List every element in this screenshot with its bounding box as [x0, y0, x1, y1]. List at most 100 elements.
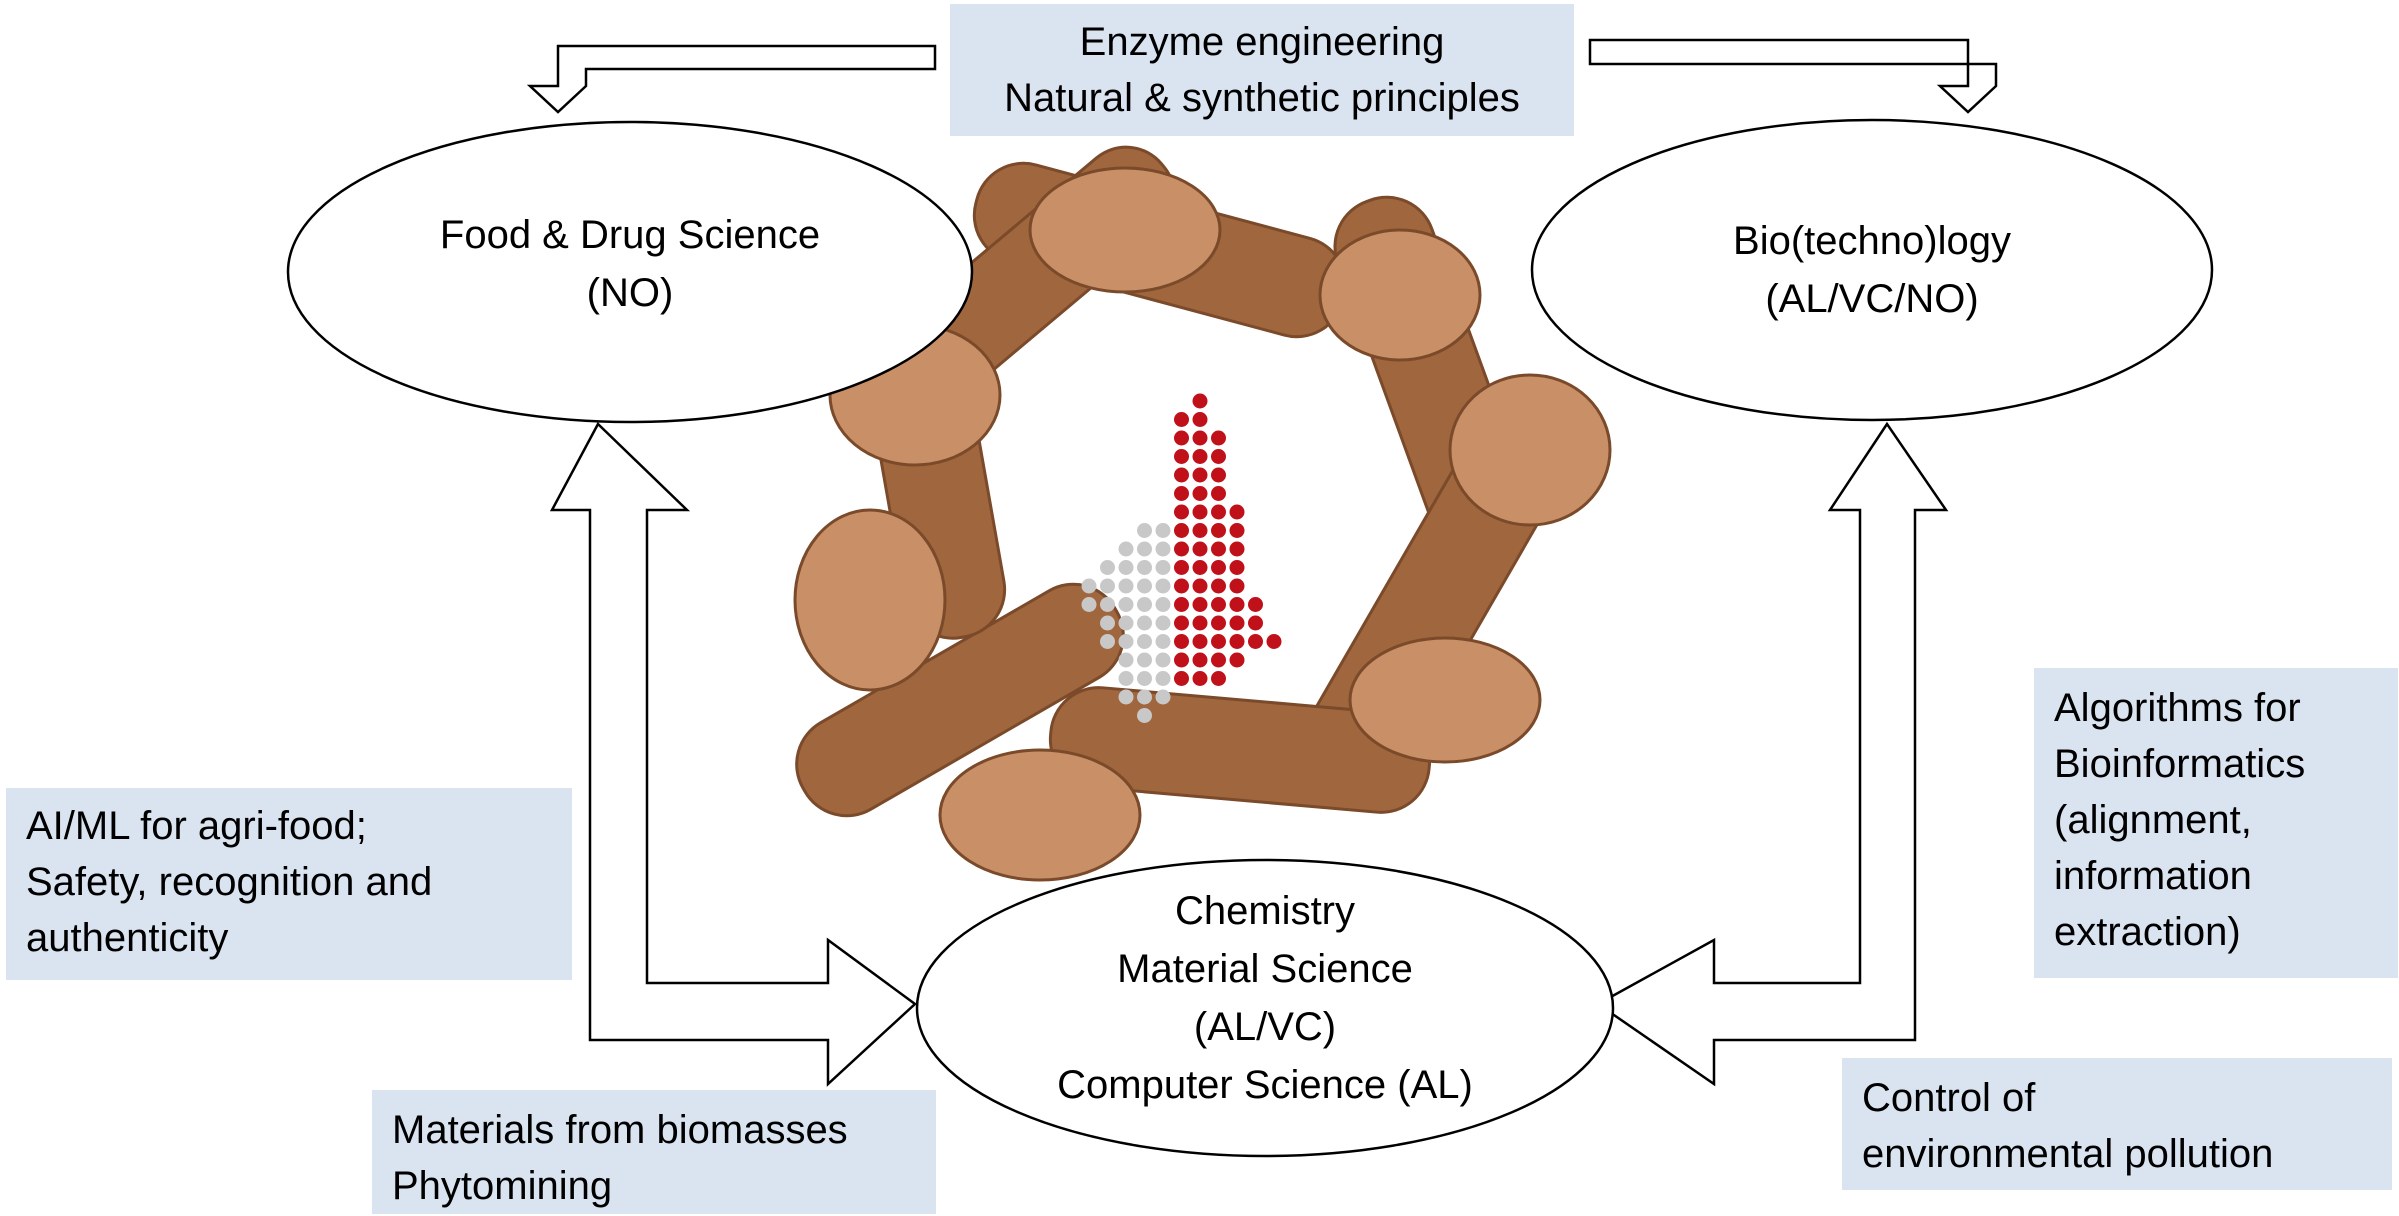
logo-dot [1100, 578, 1115, 594]
logo-dot [1174, 412, 1189, 427]
logo-dot [1229, 597, 1245, 612]
logo-dot [1137, 597, 1152, 612]
algorithms-line-3: (alignment, [2054, 798, 2252, 842]
enzyme-line-1: Enzyme engineering [1079, 20, 1445, 64]
logo-dot [1174, 560, 1189, 575]
logo-dot [1155, 597, 1171, 612]
logo-dot [1174, 652, 1189, 668]
logo-dot [1229, 615, 1245, 631]
chemistry-label: Chemistry Material Science (AL/VC) Compu… [965, 882, 1565, 1114]
logo-dot [1174, 597, 1189, 612]
ai-ml-line-2: Safety, recognition and [26, 860, 433, 904]
logo-dot [1137, 615, 1152, 631]
logo-dot [1137, 652, 1152, 668]
logo-dot [1211, 541, 1226, 557]
food-drug-line-2: (NO) [586, 271, 674, 315]
logo-dot [1155, 578, 1171, 594]
logo-dot [1211, 671, 1226, 686]
pollution-line-1: Control of [1862, 1076, 2036, 1120]
logo-dot [1192, 467, 1208, 483]
logo-dot [1155, 541, 1171, 557]
algorithms-line-5: extraction) [2054, 910, 2241, 954]
logo-dot [1174, 541, 1189, 557]
logo-dot [1081, 578, 1097, 594]
hand-grip-3 [1448, 373, 1612, 527]
logo-dot [1192, 504, 1208, 520]
logo-dot [1100, 560, 1115, 575]
logo-dot [1155, 560, 1171, 575]
hand-arm-5 [795, 582, 1125, 818]
logo-dot [1211, 615, 1226, 631]
logo-dot [1155, 652, 1171, 668]
chemistry-line-2: Material Science [1117, 947, 1413, 991]
logo-dot [1248, 597, 1263, 612]
logo-dot [1229, 541, 1245, 557]
logo-dot [1192, 393, 1208, 409]
logo-dot [1229, 634, 1245, 649]
chemistry-line-1: Chemistry [1174, 889, 1356, 933]
chemistry-ellipse [915, 858, 1615, 1158]
logo-dot [1174, 449, 1189, 464]
logo-dot [1248, 634, 1263, 649]
logo-dot [1192, 449, 1208, 464]
food-drug-label: Food & Drug Science (NO) [330, 206, 930, 322]
logo-dot [1192, 523, 1208, 538]
logo-dot [1192, 634, 1208, 649]
algorithms-line-2: Bioinformatics [2054, 742, 2306, 786]
ai-ml-box: AI/ML for agri-food; Safety, recognition… [6, 788, 572, 980]
logo-dot [1211, 430, 1226, 446]
logo-dot [1211, 652, 1226, 668]
logo-dot [1137, 541, 1152, 557]
logo-dot [1211, 449, 1226, 464]
logo-dot [1155, 634, 1171, 649]
materials-line-1: Materials from biomasses [392, 1108, 848, 1152]
biotech-ellipse [1530, 118, 2214, 422]
logo-dot [1211, 578, 1226, 594]
chemistry-line-3: (AL/VC) [1193, 1005, 1337, 1049]
logo-dot [1155, 671, 1171, 686]
logo-dot [1174, 634, 1189, 649]
logo-dot [1137, 523, 1152, 538]
logo-dot [1211, 560, 1226, 575]
logo-dot [1174, 671, 1189, 686]
hand-grip-1 [1028, 166, 1222, 294]
hand-grip-2 [1318, 228, 1482, 362]
logo-dot [1229, 523, 1245, 538]
materials-line-2: Phytomining [392, 1164, 613, 1208]
hand-grip-6 [793, 508, 947, 692]
logo-dot [1174, 486, 1189, 501]
logo-dot [1137, 578, 1152, 594]
logo-dot [1081, 597, 1097, 612]
logo-dot [1211, 504, 1226, 520]
logo-dot [1100, 634, 1115, 649]
logo-dot [1192, 578, 1208, 594]
logo-dot [1266, 634, 1282, 649]
logo-dot [1155, 523, 1171, 538]
logo-dot [1174, 467, 1189, 483]
logo-dot [1100, 597, 1115, 612]
logo-dot [1174, 615, 1189, 631]
chemistry-line-4: Computer Science (AL) [1057, 1063, 1473, 1107]
logo-dot [1100, 615, 1115, 631]
logo-dot [1229, 652, 1245, 668]
algorithms-box: Algorithms for Bioinformatics (alignment… [2034, 668, 2398, 978]
logo-dot [1137, 634, 1152, 649]
logo-dot [1211, 597, 1226, 612]
biotech-line-2: (AL/VC/NO) [1765, 277, 1979, 321]
logo-dot [1211, 523, 1226, 538]
left-bidirectional-arrow [549, 421, 917, 1087]
logo-dot [1137, 671, 1152, 686]
logo-dot [1155, 615, 1171, 631]
logo-dot [1192, 560, 1208, 575]
logo-dot [1118, 560, 1134, 575]
food-drug-ellipse [286, 120, 974, 424]
logo-dot [1118, 634, 1134, 649]
logo-dot [1192, 412, 1208, 427]
pollution-line-2: environmental pollution [1862, 1132, 2274, 1176]
logo-dot [1192, 652, 1208, 668]
logo-dot [1211, 486, 1226, 501]
logo-dot [1229, 504, 1245, 520]
hand-grip-5 [938, 748, 1142, 882]
logo-dot [1229, 560, 1245, 575]
